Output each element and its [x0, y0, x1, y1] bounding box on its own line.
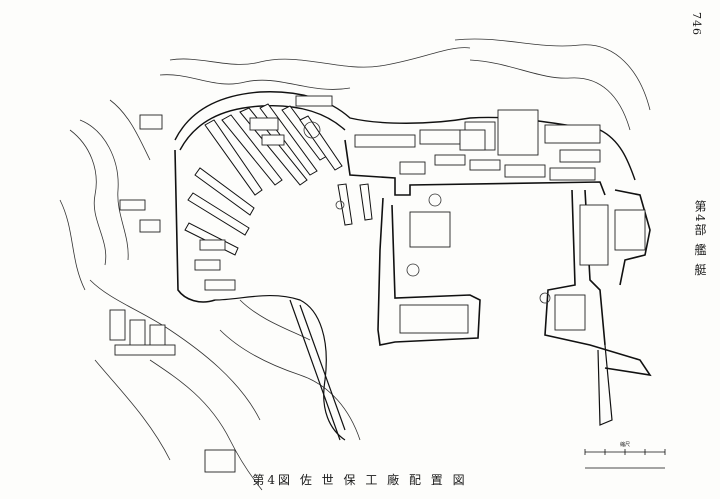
- page-number: 746: [690, 12, 703, 36]
- scale-bar: [584, 449, 666, 469]
- dry-docks: [184, 103, 373, 256]
- figure-caption: 第4図 佐 世 保 工 廠 配 置 図: [252, 473, 468, 487]
- terrain-contours: [59, 38, 651, 491]
- scale-bar-label: 縮尺: [620, 441, 630, 448]
- chapter-label: 第4部 艦 艇: [693, 200, 707, 278]
- harbor-quay: [174, 139, 652, 377]
- survey-circles: [303, 121, 551, 304]
- buildings: [109, 95, 646, 473]
- south-peninsula: [214, 294, 613, 441]
